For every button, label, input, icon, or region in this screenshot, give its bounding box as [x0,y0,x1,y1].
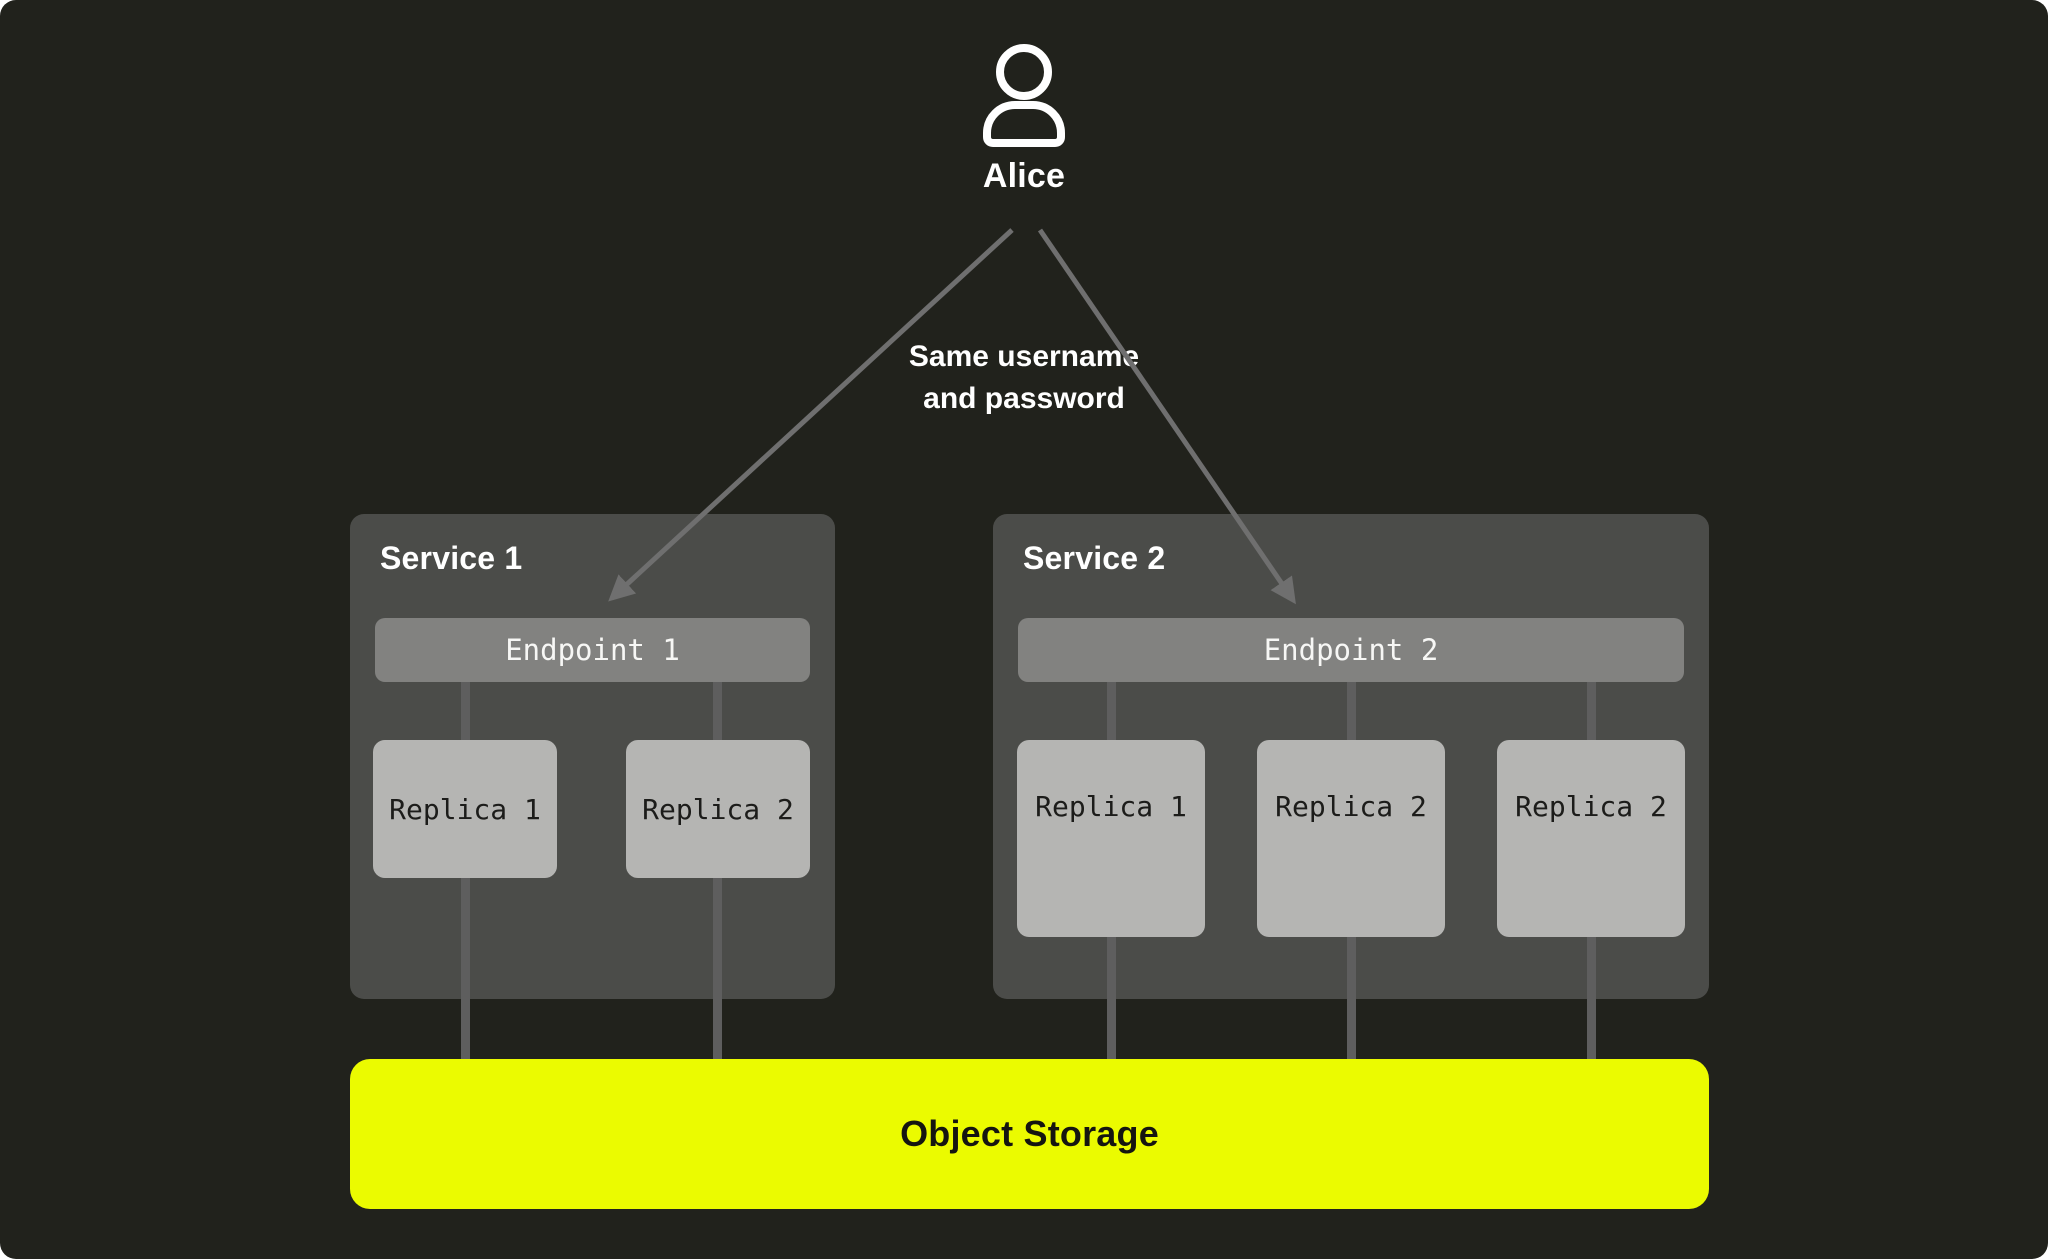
auth-annotation-line1: Same username [908,340,1140,373]
service-2-replica-1: Replica 1 [1017,740,1205,937]
service-1-card: Service 1 Endpoint 1 Replica 1 Replica 2 [350,514,835,999]
auth-annotation-line2: and password [923,382,1125,415]
service-1-replica-1: Replica 1 [373,740,557,878]
service-1-endpoint: Endpoint 1 [375,618,810,682]
service-2-endpoint: Endpoint 2 [1018,618,1684,682]
user-label: Alice [982,157,1066,195]
service-2-card: Service 2 Endpoint 2 Replica 1 Replica 2… [993,514,1709,999]
service-1-replica-2: Replica 2 [626,740,810,878]
auth-annotation: Same username and password [774,336,1274,420]
service-2-replica-3: Replica 2 [1497,740,1685,937]
user-icon [983,44,1065,147]
service-2-title: Service 2 [1023,540,1166,576]
object-storage-label: Object Storage [900,1113,1159,1154]
service-1-title: Service 1 [380,540,523,576]
service-2-replica-2: Replica 2 [1257,740,1445,937]
object-storage-bar: Object Storage [350,1059,1709,1209]
